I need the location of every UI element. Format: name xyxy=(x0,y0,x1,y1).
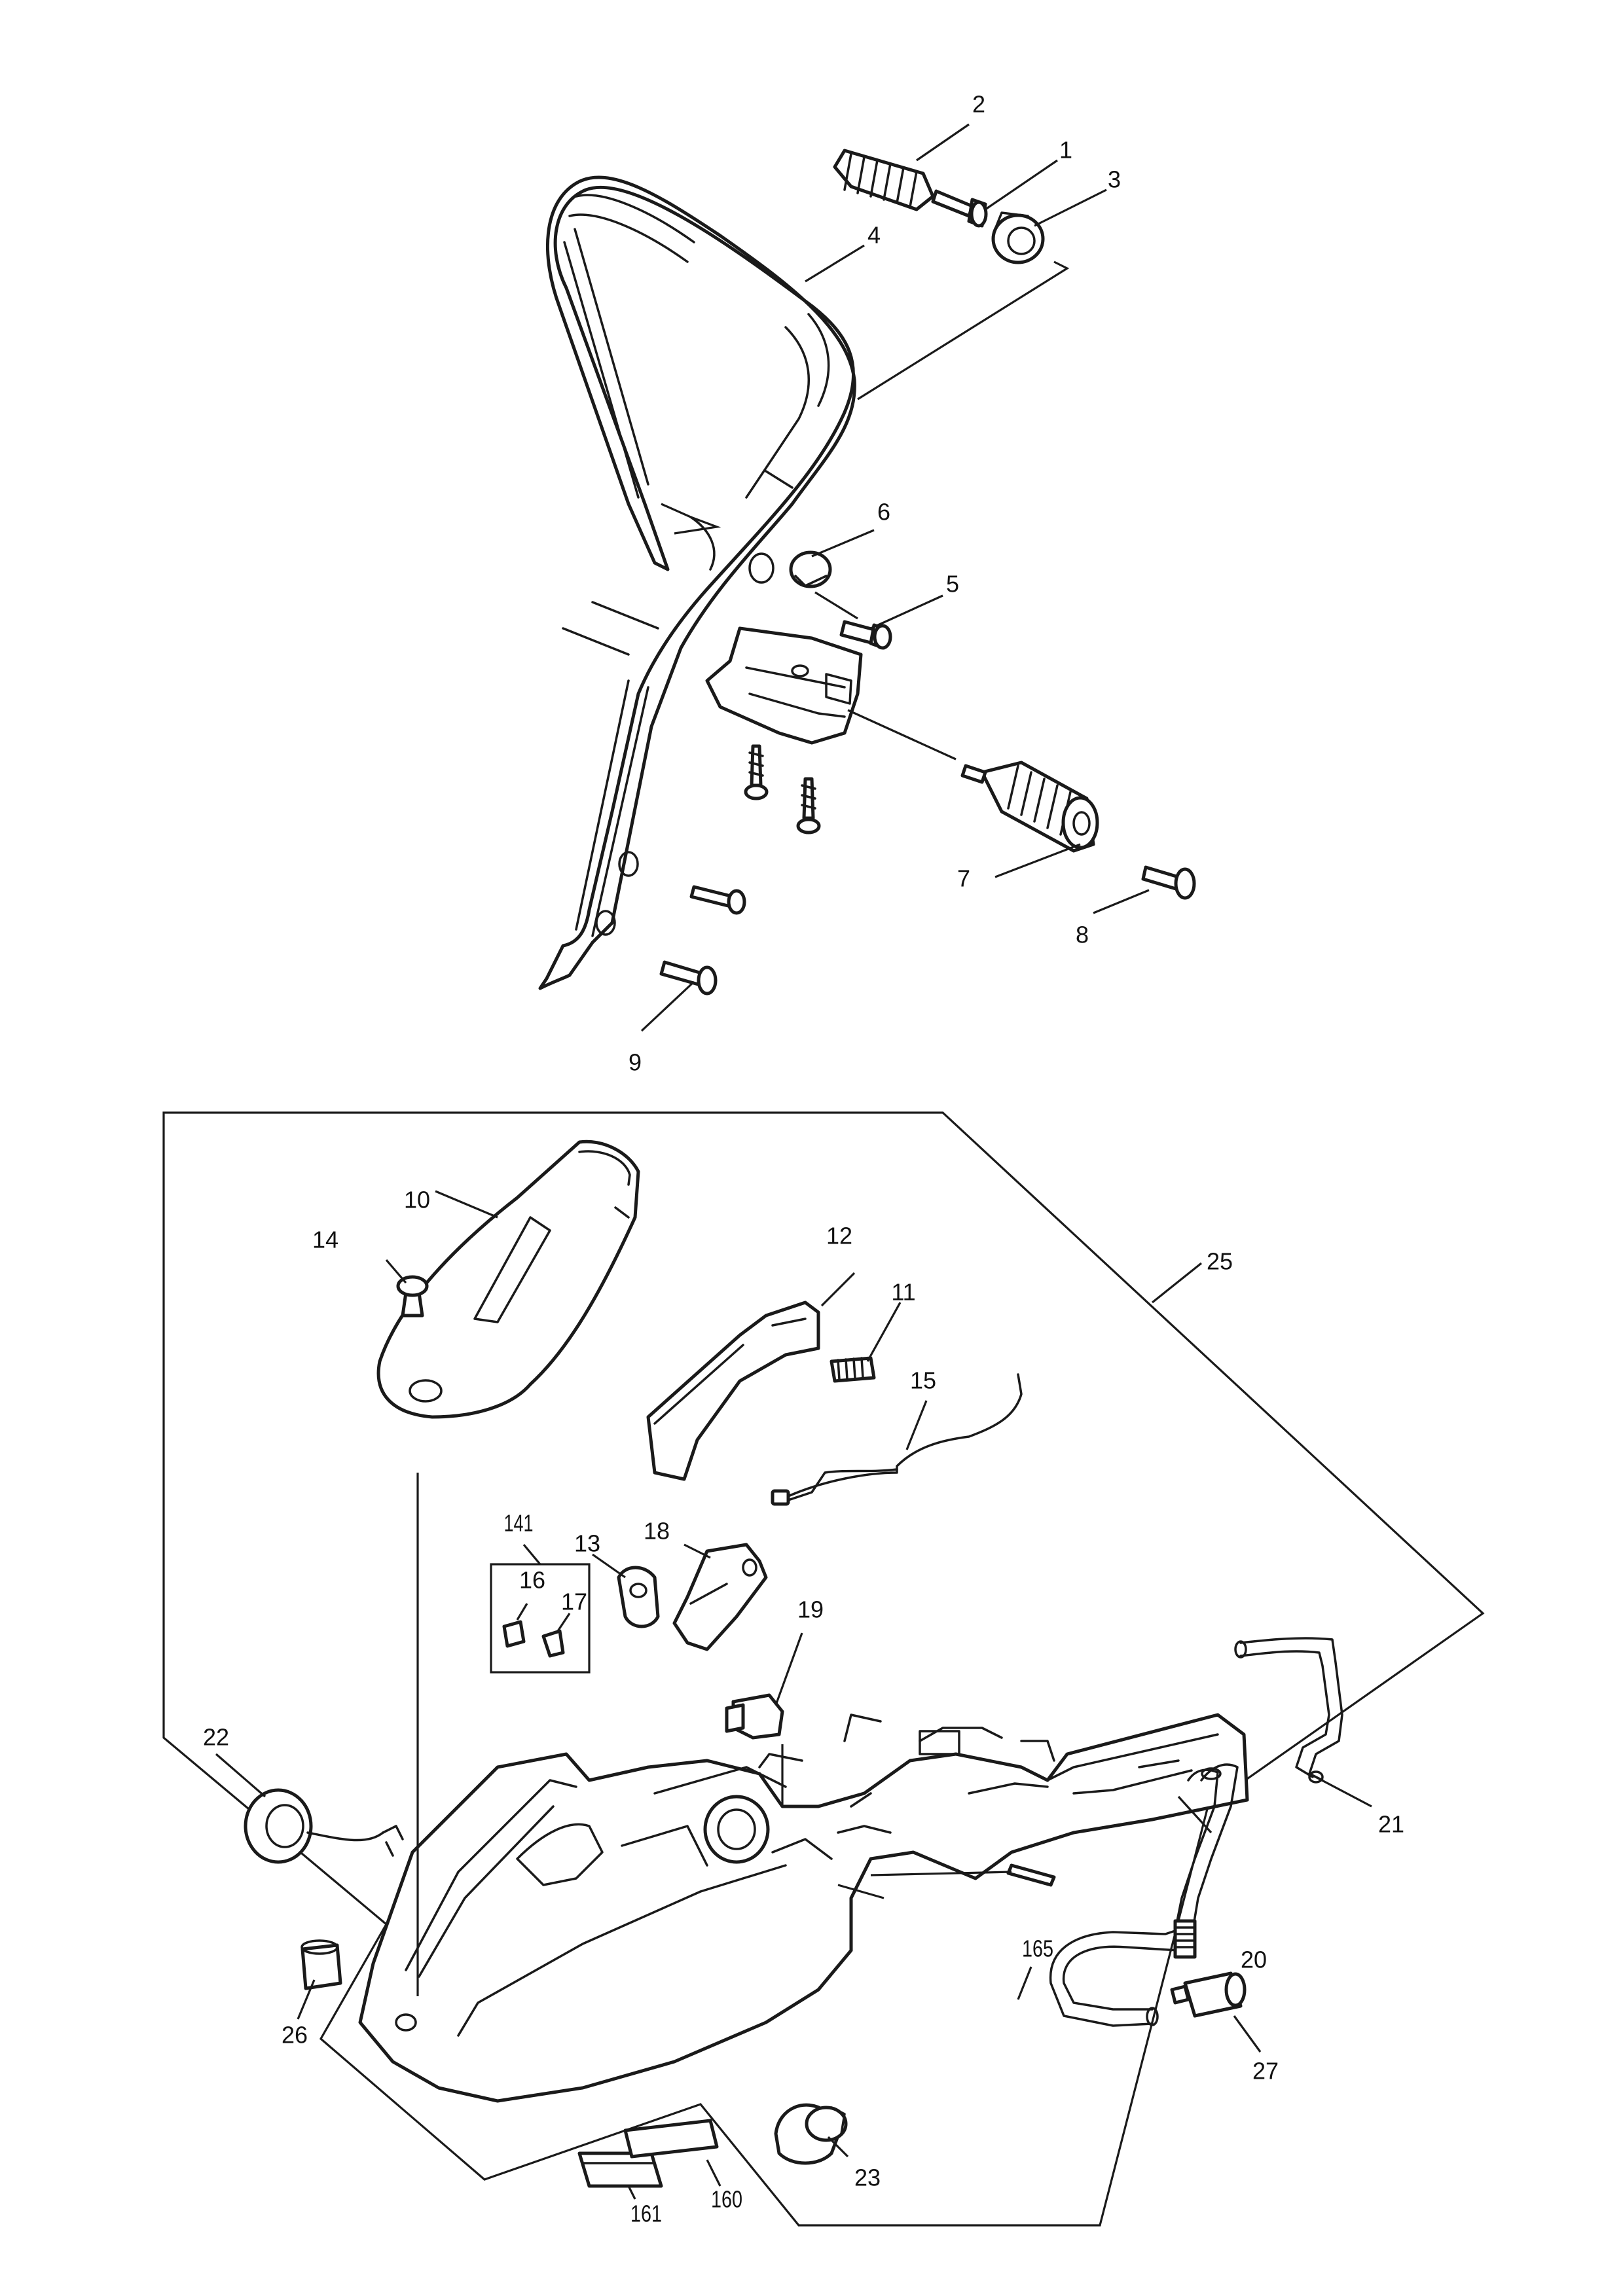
screw xyxy=(659,960,718,996)
pin xyxy=(541,1629,565,1658)
callout-8: 8 xyxy=(1076,922,1089,948)
assembly-line xyxy=(847,709,957,761)
box-leader xyxy=(522,1543,541,1566)
callout-19: 19 xyxy=(797,1596,824,1623)
callout-13: 13 xyxy=(574,1530,600,1557)
callout-165: 165 xyxy=(1022,1935,1053,1962)
callout-3: 3 xyxy=(1108,166,1121,193)
stopper xyxy=(789,550,832,588)
callout-20: 20 xyxy=(1241,1946,1267,1973)
throttle-cable xyxy=(771,1373,1023,1506)
callout-5: 5 xyxy=(946,571,959,598)
callout-141: 141 xyxy=(504,1510,534,1537)
callout-23: 23 xyxy=(854,2164,881,2191)
assembly-line xyxy=(661,503,721,535)
fuel-hose xyxy=(1049,1763,1239,2027)
callout-12: 12 xyxy=(826,1223,852,1249)
lever-clip xyxy=(617,1566,660,1628)
bracket-screw xyxy=(796,777,821,834)
callout-6: 6 xyxy=(877,499,890,526)
callout-16: 16 xyxy=(519,1567,545,1594)
fitting xyxy=(725,1693,784,1740)
callout-2: 2 xyxy=(972,91,985,118)
callout-25: 25 xyxy=(1207,1248,1233,1275)
collar xyxy=(991,211,1045,264)
trigger-lever xyxy=(646,1300,820,1481)
bushing xyxy=(301,1939,342,1990)
assembly-line xyxy=(814,591,858,620)
spring xyxy=(833,149,935,211)
callout-7: 7 xyxy=(957,865,970,892)
primer-bulb xyxy=(774,2103,848,2165)
callout-9: 9 xyxy=(629,1049,642,1076)
callout-14: 14 xyxy=(312,1227,338,1253)
callout-1: 1 xyxy=(1059,137,1072,164)
fuel-hose xyxy=(1234,1637,1343,1784)
leader-lines xyxy=(215,123,1372,2200)
callout-21: 21 xyxy=(1378,1811,1404,1838)
callout-161: 161 xyxy=(630,2200,662,2227)
warning-label xyxy=(623,2119,719,2159)
screw xyxy=(839,620,892,650)
callout-15: 15 xyxy=(910,1367,936,1394)
bracket-screw xyxy=(689,885,746,915)
pin xyxy=(502,1620,526,1648)
callout-22: 22 xyxy=(203,1724,229,1751)
warning-label xyxy=(577,2151,663,2188)
assembly-line xyxy=(857,260,1070,401)
callout-160: 160 xyxy=(711,2186,742,2213)
callout-10: 10 xyxy=(404,1187,430,1213)
callout-labels: 1 2 3 4 5 6 7 8 9 10 11 12 13 14 15 16 1… xyxy=(203,91,1404,2227)
callout-4: 4 xyxy=(867,222,881,249)
callout-17: 17 xyxy=(561,1588,587,1615)
tank-housing xyxy=(358,1713,1249,2103)
callout-18: 18 xyxy=(644,1518,670,1545)
assembly-boundary xyxy=(162,1111,1485,2227)
screw xyxy=(931,189,988,228)
pin-assembly-line xyxy=(870,1871,1012,1876)
screw xyxy=(1141,865,1196,900)
callout-26: 26 xyxy=(282,2022,308,2049)
callout-27: 27 xyxy=(1252,2058,1279,2085)
bracket-screw xyxy=(744,744,769,800)
handle-bracket xyxy=(705,626,863,745)
lock-lever xyxy=(672,1543,768,1651)
callout-11: 11 xyxy=(891,1279,915,1306)
fuel-filter xyxy=(1170,1971,1247,2018)
pin-assembly-line xyxy=(837,1884,884,1899)
pin xyxy=(1006,1863,1056,1887)
front-handle-bar xyxy=(538,175,856,990)
vibration-spring xyxy=(960,761,1099,853)
tank-cap xyxy=(244,1788,404,1864)
spring xyxy=(830,1356,876,1383)
